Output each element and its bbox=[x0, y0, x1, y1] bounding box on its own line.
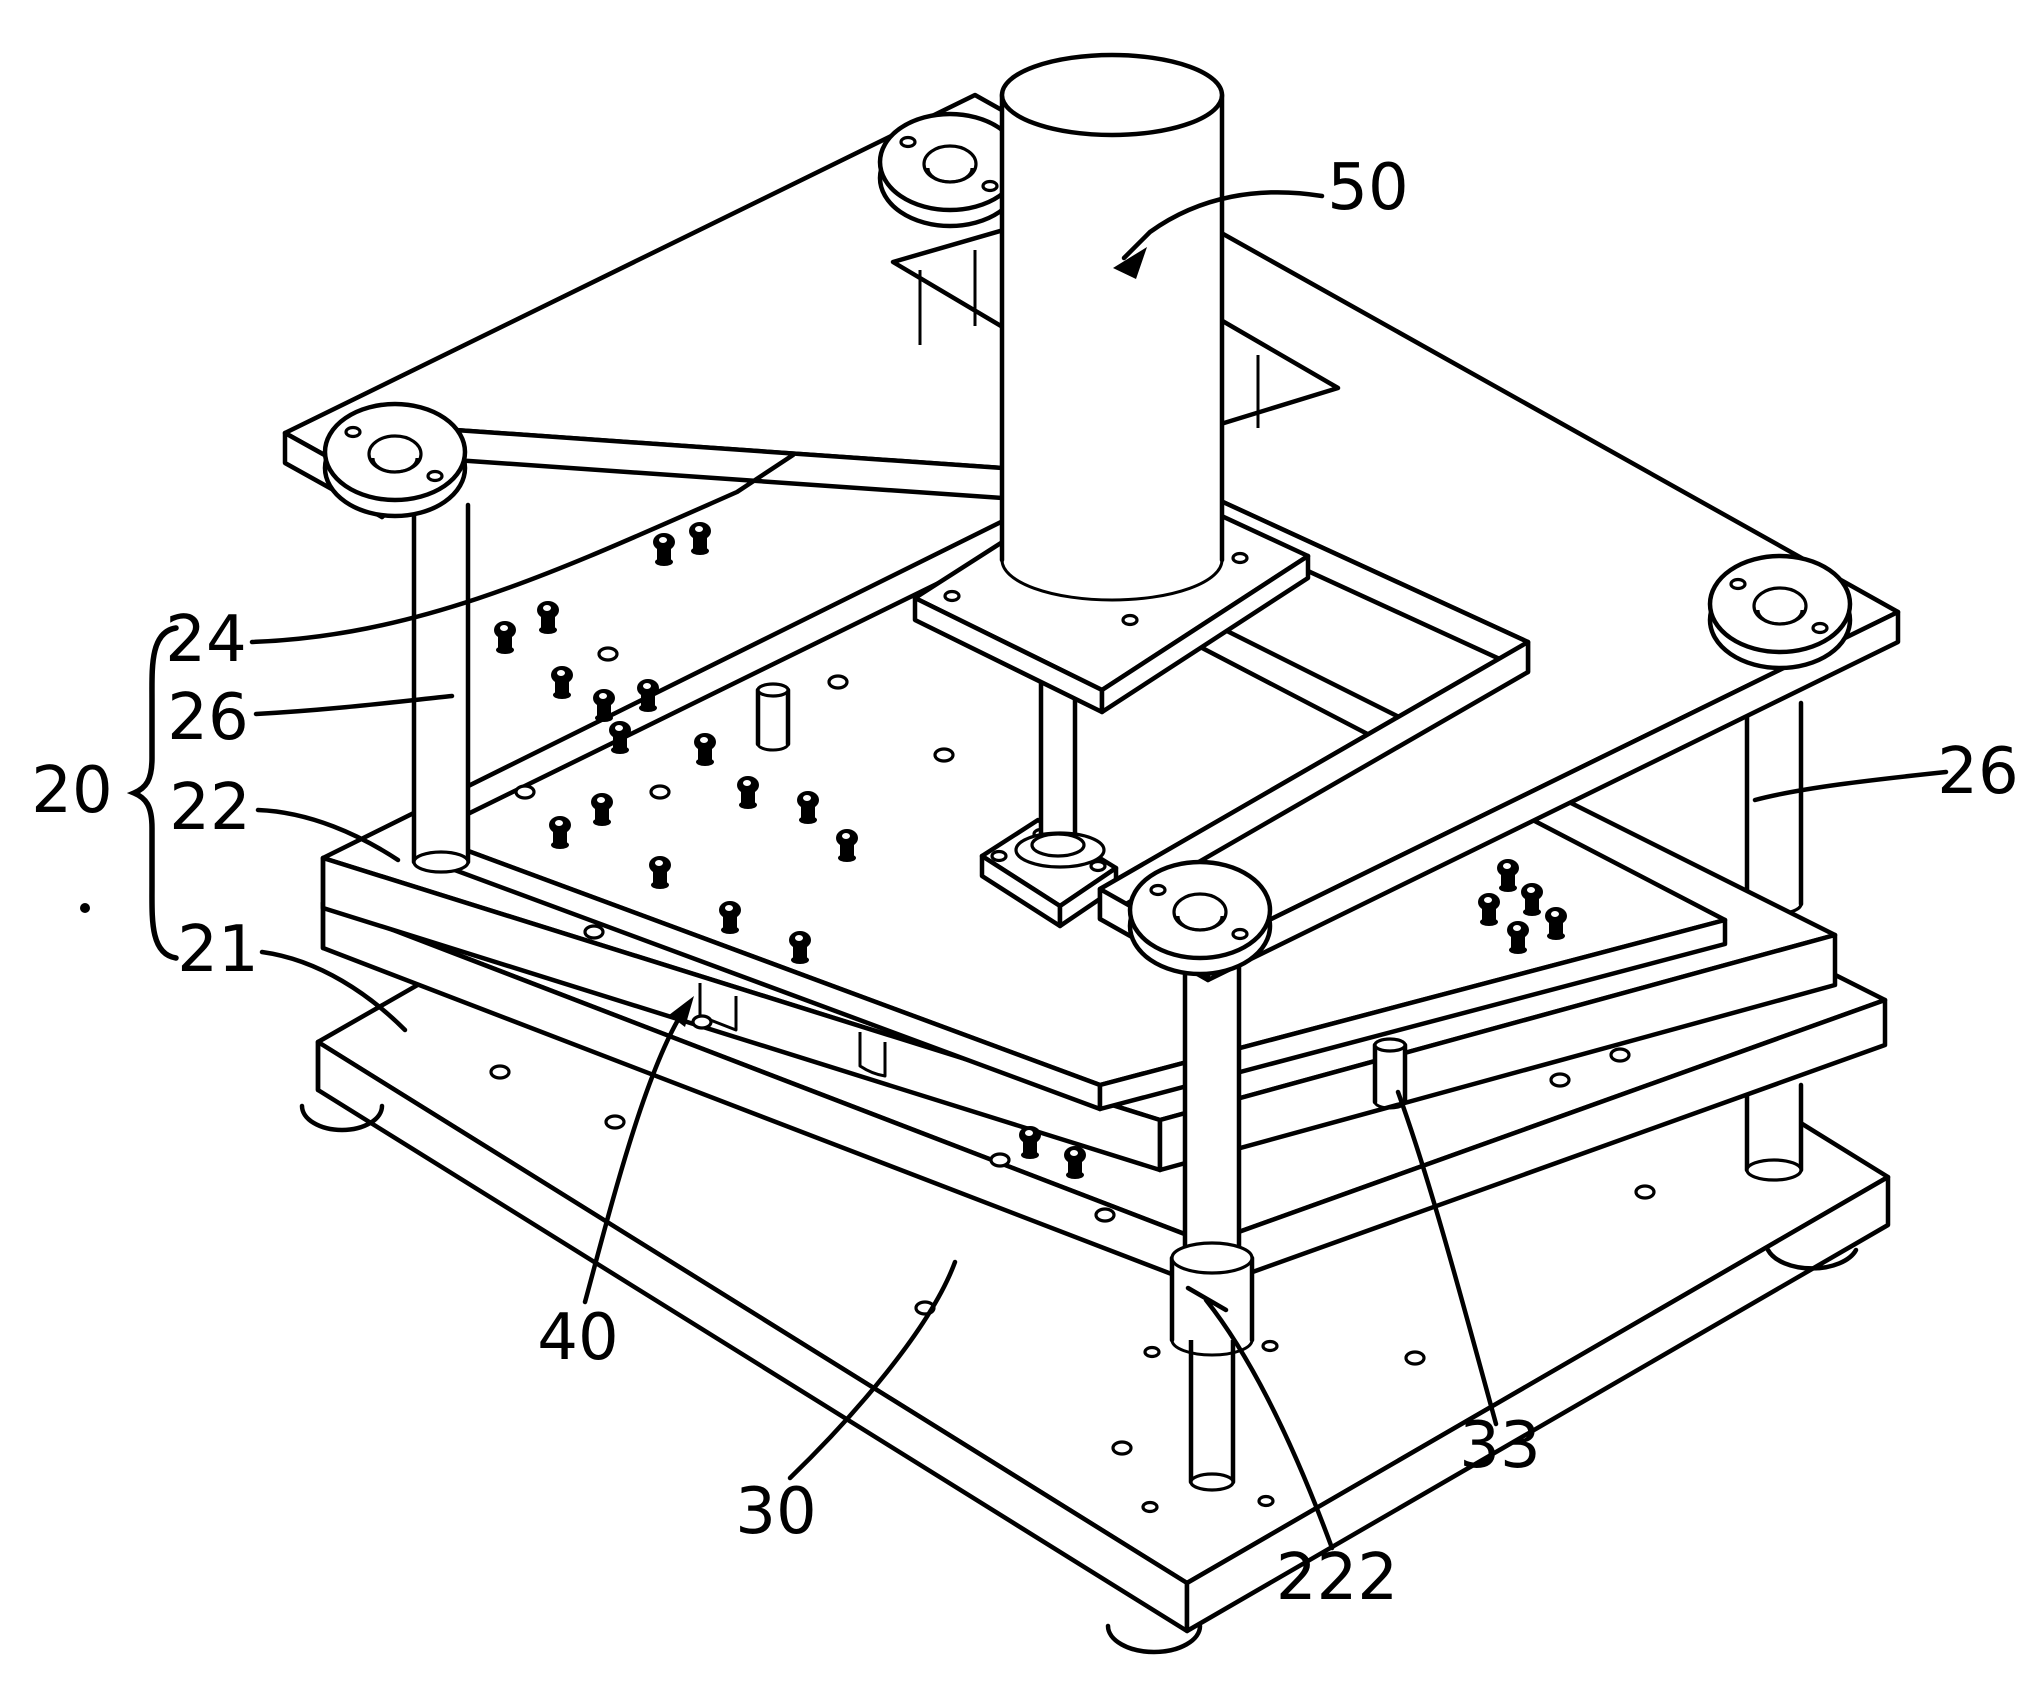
leader-30 bbox=[787, 1259, 958, 1481]
foot bbox=[1105, 1623, 1203, 1655]
foot bbox=[1765, 1247, 1859, 1271]
ref-label-24: 24 bbox=[165, 603, 246, 677]
leader-26-left bbox=[253, 693, 455, 717]
leader-26-right bbox=[1752, 769, 1949, 803]
ref-label-30: 30 bbox=[735, 1475, 816, 1549]
stray-dot bbox=[80, 903, 90, 913]
post-cap-disc-left bbox=[322, 401, 468, 519]
brace-20 bbox=[126, 625, 179, 961]
edge-step bbox=[698, 983, 738, 1032]
leader-40 bbox=[582, 1007, 687, 1305]
bushing-222 bbox=[1169, 1241, 1255, 1357]
ref-label-21: 21 bbox=[177, 913, 258, 987]
ref-label-33: 33 bbox=[1459, 1409, 1540, 1483]
left-front-guide-post-26 bbox=[411, 502, 471, 874]
leader-222 bbox=[1185, 1285, 1335, 1551]
arrowhead-40 bbox=[669, 996, 694, 1027]
leader-lines bbox=[126, 190, 1949, 1551]
leader-33 bbox=[1395, 1089, 1499, 1427]
ref-label-40: 40 bbox=[537, 1301, 618, 1375]
rear-right-guide-post-26 bbox=[1744, 700, 1804, 907]
arrowhead-50 bbox=[1113, 247, 1147, 279]
leader-50 bbox=[1121, 190, 1325, 261]
post-cap-disc-front bbox=[1127, 859, 1273, 977]
ref-label-26-right: 26 bbox=[1937, 735, 2018, 809]
post-cap-disc-back bbox=[877, 111, 1023, 229]
positioning-pin-on-40 bbox=[755, 682, 791, 752]
ref-label-222: 222 bbox=[1276, 1541, 1398, 1615]
ref-label-50: 50 bbox=[1327, 151, 1408, 225]
post-cap-disc-right bbox=[1707, 553, 1853, 671]
leader-24 bbox=[249, 452, 796, 645]
leader-22 bbox=[255, 807, 401, 863]
edge-step bbox=[858, 1032, 887, 1078]
front-guide-post bbox=[1182, 959, 1242, 1261]
ref-label-22: 22 bbox=[169, 771, 250, 845]
rear-right-post-stub bbox=[1744, 1082, 1804, 1182]
positioning-pin-33 bbox=[1372, 1037, 1408, 1110]
top-plate-24 bbox=[282, 92, 1901, 983]
ref-label-20: 20 bbox=[31, 754, 112, 828]
foot bbox=[299, 1103, 385, 1133]
leader-21 bbox=[259, 949, 408, 1033]
ref-label-26-left: 26 bbox=[167, 681, 248, 755]
cylinder-50 bbox=[999, 52, 1225, 602]
front-post-lower-rod bbox=[1188, 1337, 1236, 1492]
reference-labels: 50 24 26 20 22 21 26 40 30 222 33 bbox=[31, 151, 2018, 1615]
